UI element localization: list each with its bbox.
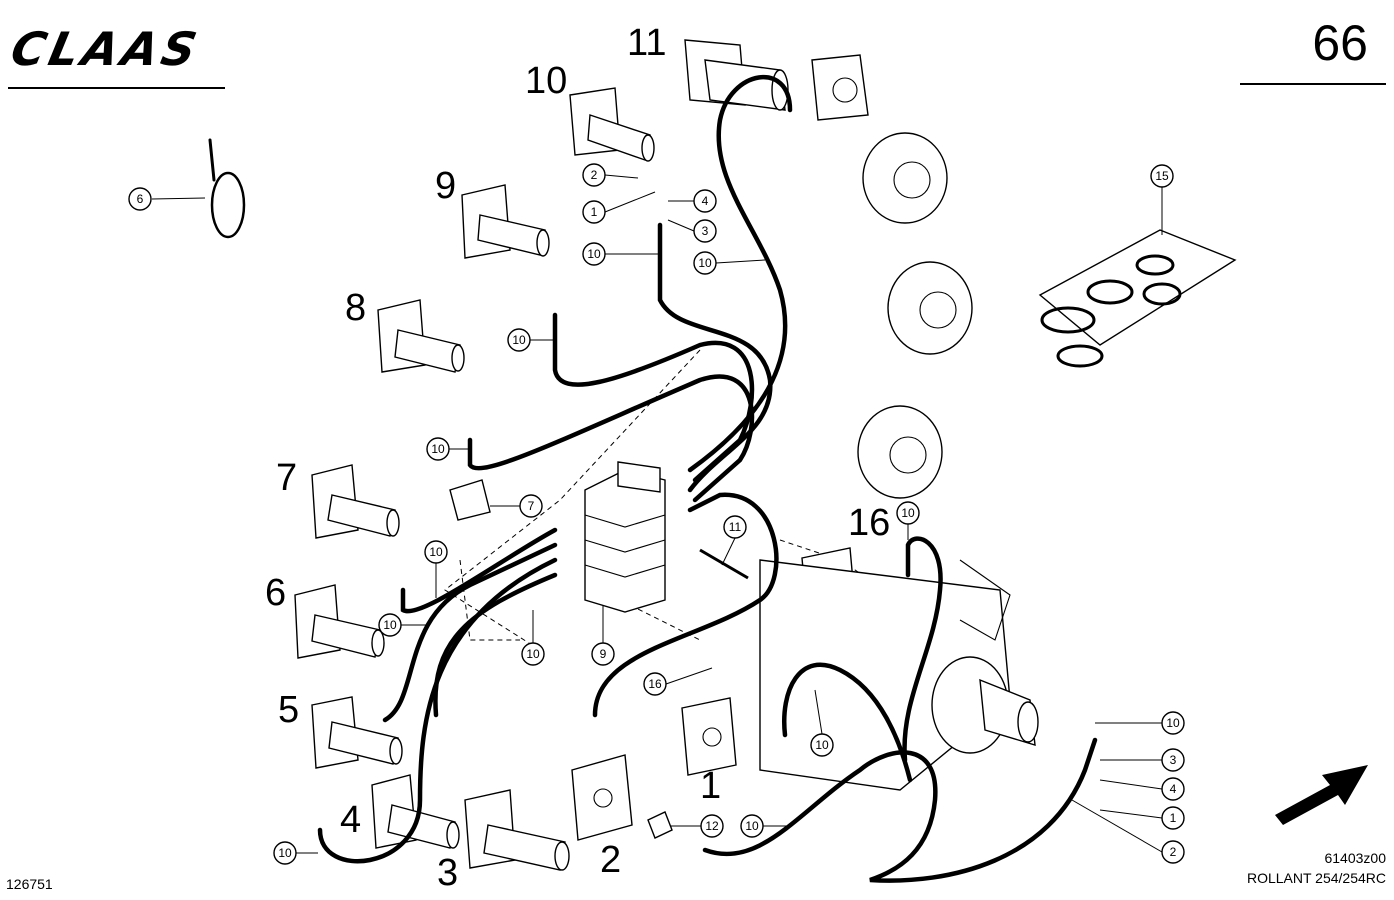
cylinder-11	[684, 39, 789, 111]
callout-4-bottom: 4	[1170, 782, 1177, 796]
pulley-parts	[811, 54, 973, 499]
cable-tie	[208, 138, 246, 239]
cylinder-7	[311, 464, 400, 539]
callout-2-top: 2	[591, 168, 598, 182]
callout-10-i: 10	[815, 738, 829, 752]
callout-10-d: 10	[431, 442, 445, 456]
callout-tie: 6	[137, 192, 144, 206]
callout-10-l: 10	[1166, 716, 1180, 730]
position-numbers: 11 10 9 8 7 6 5 4 3 2 1 16	[265, 22, 890, 894]
pos-10: 10	[525, 60, 567, 102]
cylinder-4	[371, 774, 460, 849]
pos-1: 1	[700, 765, 721, 807]
model-name: ROLLANT 254/254RC	[1246, 870, 1386, 886]
cylinder-8	[377, 299, 465, 373]
pos-2: 2	[600, 839, 621, 881]
pos-9: 9	[435, 165, 456, 207]
callout-bolt: 11	[729, 520, 742, 534]
document-number: 126751	[6, 876, 53, 892]
callout-12: 12	[705, 819, 719, 833]
pos-7: 7	[276, 457, 297, 499]
drawing-code: 61403z00	[1324, 850, 1386, 866]
callout-10-c: 10	[512, 333, 526, 347]
cylinder-6	[294, 584, 385, 659]
cylinder-2	[571, 754, 673, 841]
callout-16: 16	[648, 677, 662, 691]
control-valve-block	[584, 461, 666, 613]
cylinder-3	[464, 789, 570, 871]
pos-6: 6	[265, 572, 286, 614]
hose-clip	[449, 479, 491, 521]
callout-clip: 7	[528, 499, 535, 513]
callout-2-bottom: 2	[1170, 845, 1177, 859]
callout-4-top: 4	[702, 194, 709, 208]
callout-1-top: 1	[591, 205, 598, 219]
callout-10-h: 10	[901, 506, 915, 520]
cylinder-1	[681, 697, 737, 776]
pos-8: 8	[345, 287, 366, 329]
pos-5: 5	[278, 689, 299, 731]
callout-3-bottom: 3	[1170, 753, 1177, 767]
callout-10-f: 10	[383, 618, 397, 632]
bolt	[699, 548, 749, 580]
cylinder-9	[461, 184, 550, 259]
hydraulic-hoses	[317, 74, 1098, 883]
cylinder-5	[311, 696, 403, 769]
callout-1-bottom: 1	[1170, 811, 1177, 825]
pos-4: 4	[340, 799, 361, 841]
callout-10-a: 10	[587, 247, 601, 261]
seal-kit	[1038, 229, 1237, 368]
callout-10-j: 10	[745, 819, 759, 833]
callout-3-top: 3	[702, 224, 709, 238]
page-number: 66	[1312, 15, 1368, 71]
rotor-drum	[759, 559, 1039, 791]
callout-seal-kit: 15	[1155, 169, 1169, 183]
callout-10-e: 10	[429, 545, 443, 559]
pos-11: 11	[627, 22, 666, 64]
callout-10-k: 10	[278, 846, 292, 860]
pos-3: 3	[437, 852, 458, 894]
cylinder-10	[569, 87, 655, 162]
callout-10-b: 10	[698, 256, 712, 270]
callout-10-g: 10	[526, 647, 540, 661]
pos-16: 16	[848, 502, 890, 544]
callout-valve: 9	[600, 647, 607, 661]
direction-arrow-icon	[1275, 765, 1368, 825]
callouts: 6 15 2 1 4 3 10 10 10 10 7 11 10 10 10 9…	[128, 163, 1185, 865]
